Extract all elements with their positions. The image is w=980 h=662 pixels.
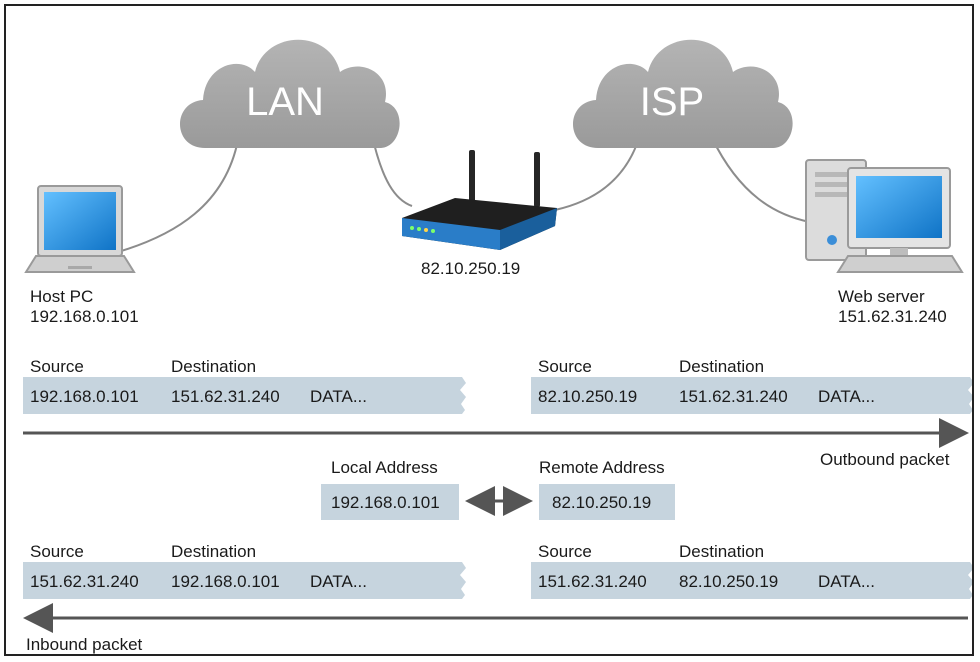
- local-address-box: [321, 484, 459, 520]
- local-address-value: 192.168.0.101: [331, 493, 440, 512]
- outbound-left-data: DATA...: [310, 387, 367, 406]
- server-icon: [805, 159, 964, 273]
- outbound-right-data: DATA...: [818, 387, 875, 406]
- inbound-left-data: DATA...: [310, 572, 367, 591]
- server-label: Web server: [838, 287, 925, 306]
- outbound-right-source: 82.10.250.19: [538, 387, 637, 406]
- outbound-packet-right: [531, 377, 974, 414]
- server-ip: 151.62.31.240: [838, 307, 947, 326]
- isp-cloud-label: ISP: [640, 80, 704, 124]
- outbound-right-dest: 151.62.31.240: [679, 387, 788, 406]
- outbound-right-dest-header: Destination: [679, 357, 764, 376]
- outbound-left-source: 192.168.0.101: [30, 387, 139, 406]
- lan-cloud-icon: LAN: [179, 39, 400, 149]
- inbound-right-data: DATA...: [818, 572, 875, 591]
- inbound-right-dest: 82.10.250.19: [679, 572, 778, 591]
- outbound-left-dest-header: Destination: [171, 357, 256, 376]
- outbound-packet-left: [23, 377, 466, 414]
- remote-address-label: Remote Address: [539, 458, 665, 477]
- lan-cloud-label: LAN: [246, 80, 324, 124]
- outbound-caption: Outbound packet: [820, 450, 950, 469]
- outbound-left-dest: 151.62.31.240: [171, 387, 280, 406]
- inbound-right-source: 151.62.31.240: [538, 572, 647, 591]
- remote-address-value: 82.10.250.19: [552, 493, 651, 512]
- outbound-right-source-header: Source: [538, 357, 592, 376]
- local-address-label: Local Address: [331, 458, 438, 477]
- router-icon: [402, 150, 557, 250]
- remote-address-box: [539, 484, 675, 520]
- inbound-right-source-header: Source: [538, 542, 592, 561]
- host-label: Host PC: [30, 287, 93, 306]
- inbound-right-dest-header: Destination: [679, 542, 764, 561]
- host-ip: 192.168.0.101: [30, 307, 139, 326]
- inbound-left-source: 151.62.31.240: [30, 572, 139, 591]
- router-ip: 82.10.250.19: [421, 259, 520, 278]
- outbound-left-source-header: Source: [30, 357, 84, 376]
- inbound-caption: Inbound packet: [26, 635, 143, 654]
- inbound-left-dest: 192.168.0.101: [171, 572, 280, 591]
- inbound-packet-left: [23, 562, 466, 599]
- inbound-left-source-header: Source: [30, 542, 84, 561]
- cable-isp-server: [711, 137, 811, 223]
- cable-laptop-lan: [117, 139, 239, 253]
- isp-cloud-icon: ISP: [572, 39, 793, 149]
- inbound-left-dest-header: Destination: [171, 542, 256, 561]
- laptop-icon: [24, 185, 136, 273]
- inbound-packet-right: [531, 562, 974, 599]
